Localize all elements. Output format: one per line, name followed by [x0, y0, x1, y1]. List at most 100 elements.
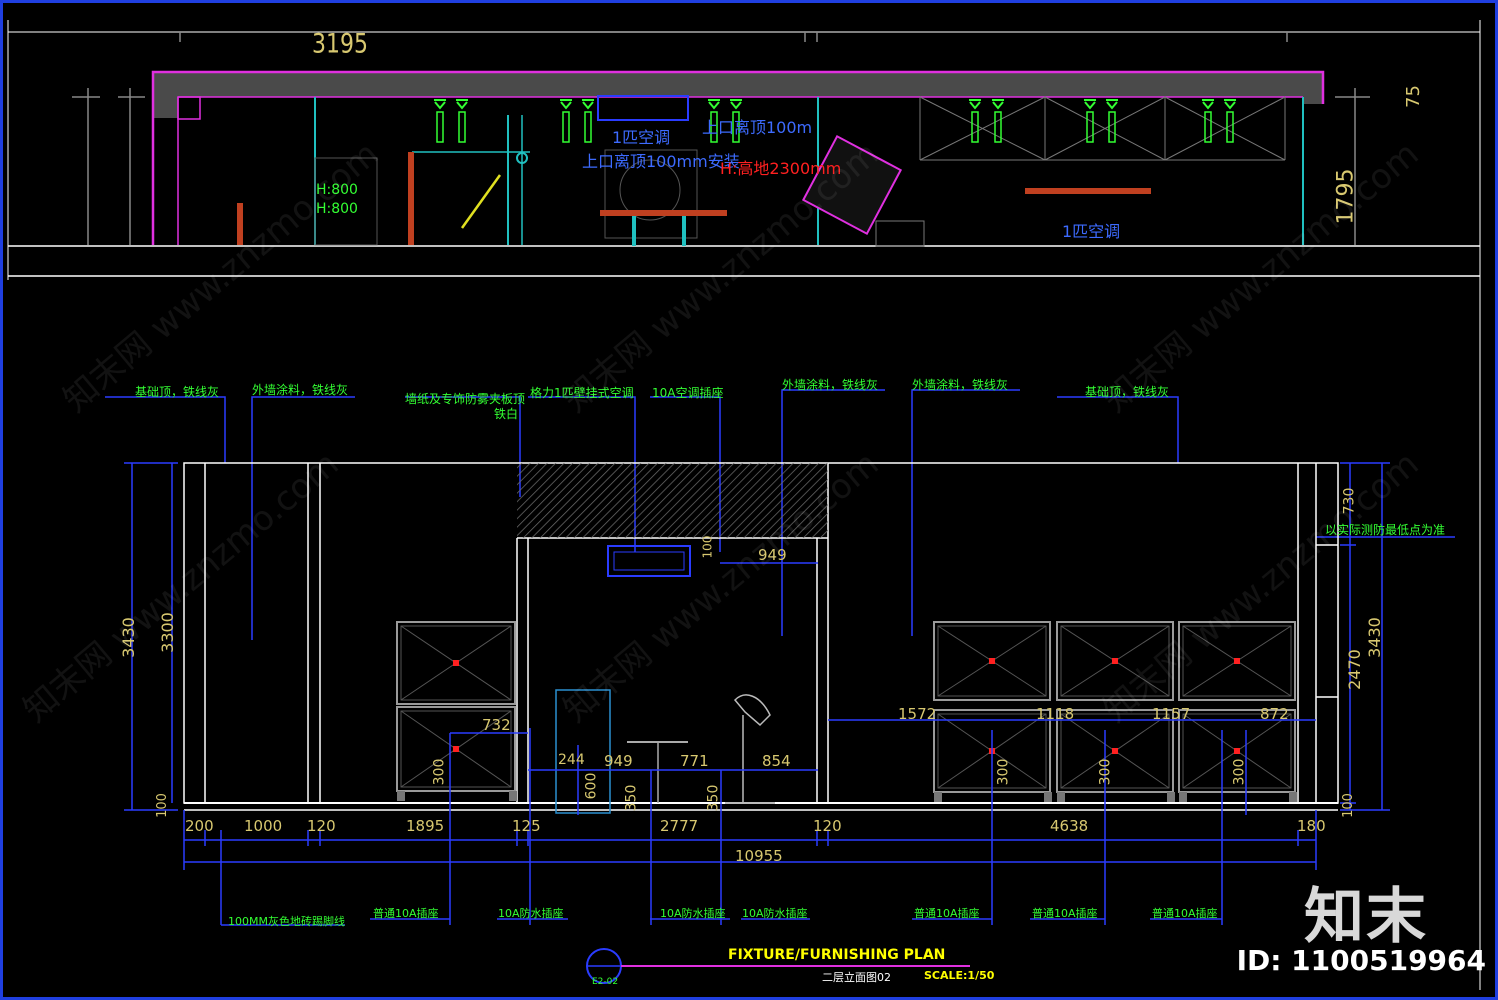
- dim-int-11: 244: [558, 752, 585, 768]
- outlet-symbol: [560, 101, 572, 110]
- cabinet-box: [1056, 709, 1174, 793]
- callout-bottom-3: 10A防水插座: [498, 907, 564, 920]
- drawing-subtitle: 二层立面图02: [822, 971, 891, 984]
- elevation-view: [105, 389, 1455, 984]
- cabinet-foot: [1044, 792, 1052, 802]
- dim-bottom-6: 2777: [660, 817, 699, 835]
- outlet-marker: [1234, 748, 1240, 754]
- plan-height-note: H:高地2300mm: [720, 159, 842, 178]
- dim-left-3: 100: [154, 793, 170, 818]
- outlet-marker: [453, 660, 459, 666]
- outlet-symbol: [434, 101, 446, 110]
- outlet-symbol: [1084, 101, 1096, 110]
- cabinet-panel: [1182, 713, 1292, 789]
- dim-int-9: 100: [700, 535, 715, 559]
- dim-int-15: 350: [705, 784, 722, 812]
- top-floor-plan: [7, 20, 1481, 990]
- cabinet-foot: [509, 791, 517, 801]
- outlet-symbol: [1086, 111, 1094, 143]
- cabinet-foot: [1289, 792, 1297, 802]
- dim-right-1: 730: [1341, 487, 1358, 515]
- callout-top-8: 基础顶，铁线灰: [1085, 385, 1170, 399]
- dim-left-2: 3300: [157, 612, 177, 653]
- outlet-symbol: [1106, 101, 1118, 110]
- ac-unit-plan: [597, 95, 689, 121]
- cabinet-panel: [400, 710, 512, 788]
- outlet-symbol: [458, 111, 466, 143]
- dim-int-6: 1118: [1036, 705, 1075, 723]
- callout-top-1: 基础顶，铁线灰: [135, 385, 220, 399]
- plan-height-label-2: H:800: [316, 201, 358, 217]
- dim-int-8: 872: [1260, 705, 1289, 723]
- door-swing: [460, 174, 502, 229]
- cabinet-box: [396, 621, 516, 705]
- callout-top-2: 外墙涂料，铁线灰: [252, 383, 349, 397]
- dim-int-17: 300: [1097, 758, 1114, 786]
- callout-bottom-2: 普通10A插座: [373, 907, 439, 920]
- cabinet-foot: [1179, 792, 1187, 802]
- dim-right-4: 100: [1340, 793, 1356, 818]
- callout-top-6: 外墙涂料，铁线灰: [782, 378, 879, 392]
- callout-top-3: 墙纸及专饰防雾夹板顶: [405, 392, 526, 406]
- outlet-symbol: [971, 111, 979, 143]
- dim-int-14: 350: [623, 784, 640, 812]
- brand-logo: 知末: [1304, 882, 1428, 952]
- dim-bottom-2: 1000: [244, 817, 283, 835]
- dim-int-7: 1157: [1152, 705, 1191, 723]
- dim-total: 10955: [735, 847, 783, 865]
- callout-right-note: 以实际测防最低点为准: [1325, 523, 1446, 537]
- outlet-symbol: [710, 111, 718, 143]
- dim-int-18: 300: [1231, 758, 1248, 786]
- plan-ac-label-1: 1匹空调: [612, 128, 671, 147]
- cabinet-foot: [397, 791, 405, 801]
- outlet-marker: [989, 658, 995, 664]
- dim-int-5: 1572: [898, 705, 937, 723]
- stool-icon: [733, 694, 771, 727]
- dim-int-1: 732: [482, 716, 511, 734]
- cabinet-box: [1178, 621, 1296, 701]
- wall-band: [153, 72, 1323, 118]
- outlet-symbol: [994, 111, 1002, 143]
- outlet-symbol: [456, 101, 468, 110]
- callout-bottom-5: 10A防水插座: [742, 907, 808, 920]
- dim-bottom-7: 120: [813, 817, 842, 835]
- outlet-symbol: [730, 101, 742, 110]
- dim-int-12: 300: [431, 758, 448, 786]
- outlet-marker: [1112, 748, 1118, 754]
- callout-top-4: 格力1匹壁挂式空调: [530, 386, 634, 400]
- cabinet-foot: [1167, 792, 1175, 802]
- dim-right-2: 3430: [1364, 617, 1384, 658]
- outlet-marker: [1112, 658, 1118, 664]
- cabinet-panel: [1060, 713, 1170, 789]
- plan-ac-label-2: 1匹空调: [1062, 222, 1121, 241]
- interior-dimensions: [220, 562, 1316, 925]
- cabinet-group: [396, 621, 1297, 802]
- dim-bottom-4: 1895: [406, 817, 445, 835]
- callout-bottom-6: 普通10A插座: [914, 907, 980, 920]
- cabinet-box: [1056, 621, 1174, 701]
- plan-dim-height: 1795: [1333, 168, 1359, 225]
- ac-unit-elevation: [607, 545, 691, 577]
- cabinet-panel: [400, 625, 512, 701]
- outlet-symbol: [436, 111, 444, 143]
- cabinet-foot: [934, 792, 942, 802]
- outlet-symbol: [1224, 101, 1236, 110]
- callout-top-7: 外墙涂料，铁线灰: [912, 378, 1009, 392]
- cabinet-box: [1178, 709, 1296, 793]
- section-tag: E2-02: [592, 977, 619, 987]
- dim-int-2: 949: [758, 546, 787, 564]
- callout-bottom-1: 100MM灰色地砖踢脚线: [228, 915, 345, 928]
- outlet-symbol: [708, 101, 720, 110]
- tall-cabinet: [555, 689, 611, 814]
- plan-ac-note-1: 上口离顶100mm安装: [582, 152, 740, 171]
- cabinet-panel: [1060, 625, 1170, 697]
- outlet-symbol: [969, 101, 981, 110]
- outlet-symbol: [1226, 111, 1234, 143]
- rotated-chair: [801, 134, 903, 236]
- dim-int-4: 854: [762, 752, 791, 770]
- cabinet-panel: [1182, 625, 1292, 697]
- dim-int-13: 600: [583, 772, 600, 800]
- callout-top-5: 10A空调插座: [652, 386, 724, 400]
